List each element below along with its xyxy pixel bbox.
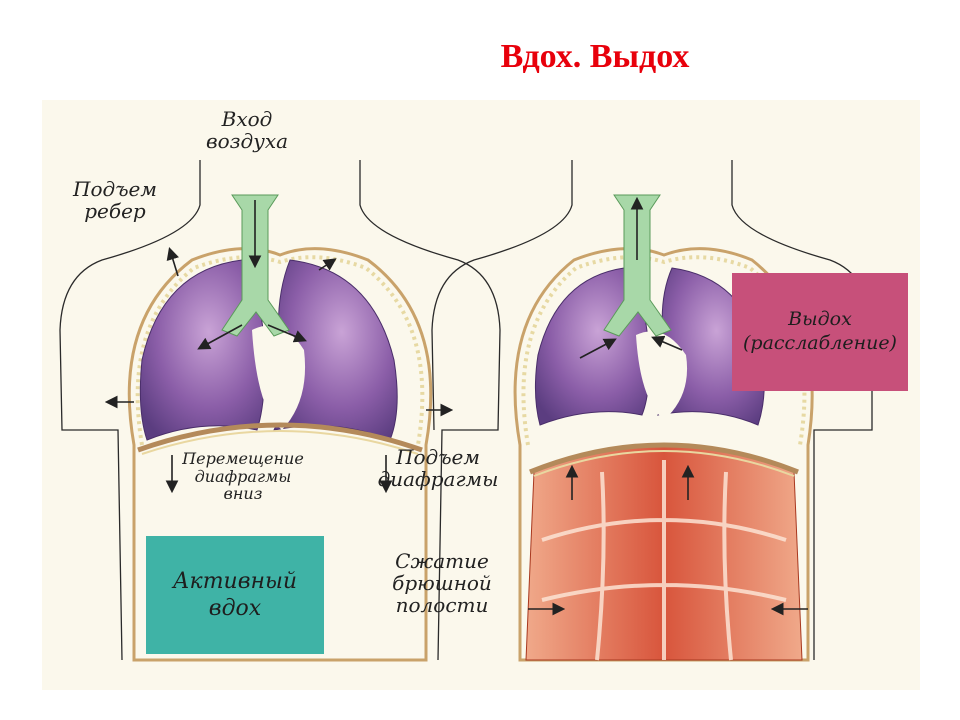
arrow-lung-left: [197, 324, 243, 350]
right-diaphragm: [529, 442, 799, 475]
right-ribcage-inner: [521, 255, 807, 446]
exhale-label: Выдох (расслабление): [743, 308, 897, 354]
left-ribcage-inner: [135, 255, 425, 446]
label-diaphragm-up: Подъем диафрагмы: [377, 445, 499, 491]
left-diaphragm: [137, 422, 423, 453]
left-diaphragm-inner: [141, 430, 419, 455]
left-body-outline: [59, 160, 501, 661]
label-air-input: Вход воздуха: [205, 107, 289, 153]
left-heart-space: [252, 325, 306, 430]
arrow-lung-right: [267, 324, 307, 343]
breathing-figure: Вход воздуха Подъем ребер Перемещение ди…: [42, 100, 920, 690]
arrow-rib-up-right: [318, 258, 337, 271]
label-diaphragm-down: Перемещение диафрагмы вниз: [182, 449, 304, 504]
arrow-lung-in-right: [651, 335, 683, 351]
active-inhale-label: Активный вдох: [172, 568, 298, 622]
right-heart-space: [636, 331, 688, 420]
active-inhale-box: Активный вдох: [146, 536, 324, 654]
label-ribs-raise: Подъем ребер: [73, 177, 157, 223]
exhale-box: Выдох (расслабление): [732, 273, 908, 391]
slide-title: Вдох. Выдох: [500, 38, 690, 75]
muscle-lines: [541, 460, 787, 661]
arrow-rib-up-left: [166, 246, 179, 277]
left-ribcage: [127, 247, 433, 662]
inhale-figure: [59, 160, 501, 662]
right-trachea: [603, 194, 672, 337]
arrow-lung-in-left: [579, 338, 617, 359]
label-abdominal-compression: Сжатие брюшной полости: [392, 549, 492, 617]
